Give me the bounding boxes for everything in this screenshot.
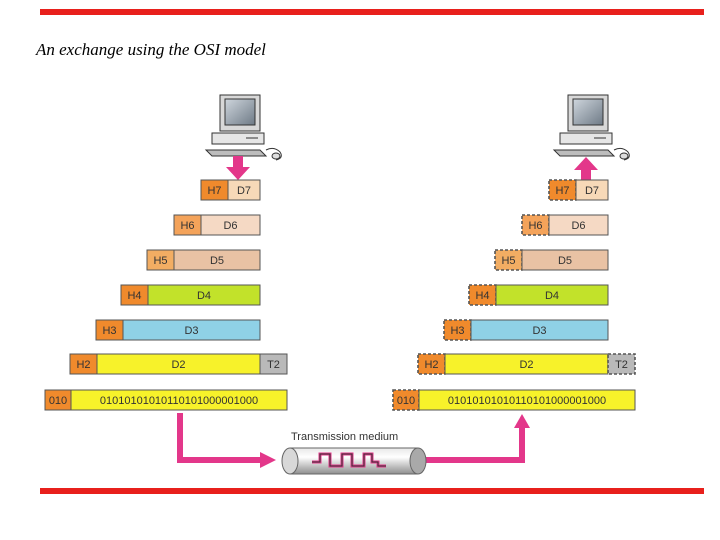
sender-data-d2-label: D2 xyxy=(171,359,185,371)
bottom-red-bar xyxy=(40,488,704,494)
sender-data-d7: D7 xyxy=(227,179,261,201)
signal-wave-icon xyxy=(312,452,386,468)
sender-header-h2: H2 xyxy=(69,353,98,375)
receiver-header-h5-label: H5 xyxy=(501,255,515,267)
receiver-bits: 01010101010110101000001000 xyxy=(418,389,636,411)
receiver-data-d3: D3 xyxy=(470,319,609,341)
sender-data-d7-label: D7 xyxy=(237,185,251,197)
sender-header-h5: H5 xyxy=(146,249,175,271)
receiver-bits-label: 01010101010110101000001000 xyxy=(448,395,606,407)
sender-bits-prefix-label: 010 xyxy=(49,395,67,407)
sender-bits-prefix: 010 xyxy=(44,389,72,411)
page-title: An exchange using the OSI model xyxy=(36,40,266,59)
receiver-data-d4-label: D4 xyxy=(545,290,559,302)
sender-data-d3: D3 xyxy=(122,319,261,341)
top-red-bar xyxy=(40,9,704,15)
sender-data-d2: D2 xyxy=(96,353,261,375)
sender-data-d4-label: D4 xyxy=(197,290,211,302)
receiver-data-d6-label: D6 xyxy=(571,220,585,232)
receiver-data-d4: D4 xyxy=(495,284,609,306)
sender-header-h7: H7 xyxy=(200,179,229,201)
sender-header-h2-label: H2 xyxy=(76,359,90,371)
sender-data-d4: D4 xyxy=(147,284,261,306)
sender-header-h4-label: H4 xyxy=(127,290,141,302)
medium-to-receiver-arrow xyxy=(424,414,530,463)
receiver-header-h7-label: H7 xyxy=(555,185,569,197)
receiver-trailer-t2: T2 xyxy=(607,353,636,375)
receiver-computer-icon xyxy=(552,94,630,161)
transmission-pipe-icon xyxy=(281,447,427,475)
receiver-data-d2: D2 xyxy=(444,353,609,375)
receiver-data-d5-label: D5 xyxy=(558,255,572,267)
sender-data-d3-label: D3 xyxy=(184,325,198,337)
down-arrow-icon xyxy=(226,156,250,180)
sender-computer-icon xyxy=(204,94,282,161)
sender-data-d5: D5 xyxy=(173,249,261,271)
receiver-header-h6: H6 xyxy=(521,214,550,236)
up-arrow-icon xyxy=(574,157,598,181)
receiver-data-d3-label: D3 xyxy=(532,325,546,337)
receiver-header-h5: H5 xyxy=(494,249,523,271)
sender-header-h7-label: H7 xyxy=(207,185,221,197)
sender-bits: 01010101010110101000001000 xyxy=(70,389,288,411)
sender-trailer-t2: T2 xyxy=(259,353,288,375)
sender-data-d6-label: D6 xyxy=(223,220,237,232)
receiver-header-h4-label: H4 xyxy=(475,290,489,302)
transmission-medium-label: Transmission medium xyxy=(291,431,398,443)
sender-header-h6: H6 xyxy=(173,214,202,236)
receiver-data-d5: D5 xyxy=(521,249,609,271)
receiver-trailer-t2-label: T2 xyxy=(615,359,628,371)
receiver-header-h4: H4 xyxy=(468,284,497,306)
receiver-data-d2-label: D2 xyxy=(519,359,533,371)
receiver-header-h7: H7 xyxy=(548,179,577,201)
receiver-header-h6-label: H6 xyxy=(528,220,542,232)
sender-data-d5-label: D5 xyxy=(210,255,224,267)
sender-bits-label: 01010101010110101000001000 xyxy=(100,395,258,407)
sender-data-d6: D6 xyxy=(200,214,261,236)
sender-header-h6-label: H6 xyxy=(180,220,194,232)
receiver-bits-prefix: 010 xyxy=(392,389,420,411)
receiver-data-d7-label: D7 xyxy=(585,185,599,197)
receiver-data-d7: D7 xyxy=(575,179,609,201)
sender-header-h5-label: H5 xyxy=(153,255,167,267)
receiver-header-h3-label: H3 xyxy=(450,325,464,337)
sender-header-h3: H3 xyxy=(95,319,124,341)
sender-header-h3-label: H3 xyxy=(102,325,116,337)
receiver-bits-prefix-label: 010 xyxy=(397,395,415,407)
sender-trailer-t2-label: T2 xyxy=(267,359,280,371)
receiver-header-h2-label: H2 xyxy=(424,359,438,371)
receiver-header-h3: H3 xyxy=(443,319,472,341)
receiver-header-h2: H2 xyxy=(417,353,446,375)
sender-to-medium-arrow xyxy=(177,413,276,468)
sender-header-h4: H4 xyxy=(120,284,149,306)
receiver-data-d6: D6 xyxy=(548,214,609,236)
